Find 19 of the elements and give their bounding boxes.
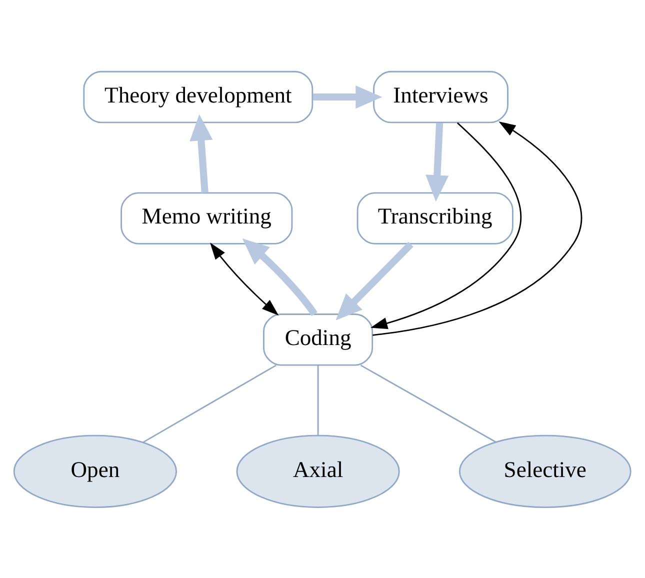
node-ellipse: Axial (236, 434, 400, 508)
node-box: Interviews (373, 70, 508, 123)
arrow (370, 122, 522, 329)
arrow (210, 242, 279, 315)
arrow (372, 120, 582, 336)
node-box: Coding (263, 313, 374, 366)
node-box: Transcribing (356, 192, 514, 244)
node-box: Memo writing (120, 192, 293, 244)
arrow (242, 238, 318, 316)
node-ellipse: Open (13, 434, 177, 508)
connector (142, 364, 276, 442)
arrow (336, 241, 414, 320)
arrow (312, 84, 382, 108)
arrow (190, 114, 213, 193)
node-box: Theory development (83, 70, 314, 123)
arrow (426, 122, 449, 202)
connector (360, 364, 496, 442)
node-ellipse: Selective (458, 434, 632, 508)
connector (317, 364, 319, 435)
